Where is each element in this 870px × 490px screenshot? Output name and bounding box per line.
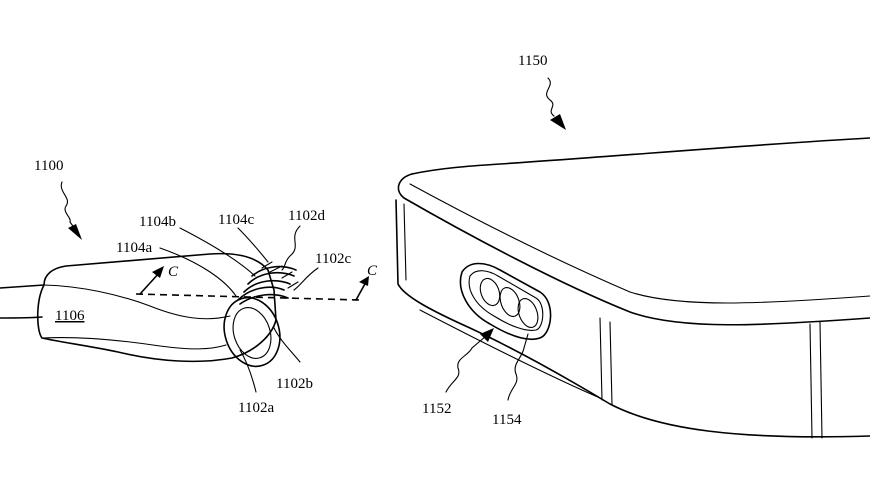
device-side-seam-3 [819,321,823,439]
device-side-seam-2 [609,321,613,405]
section-arrowhead-right [359,276,369,286]
port-contact-3 [517,298,539,328]
port-outline [459,262,552,340]
leader-1100 [60,181,71,223]
leader-1154 [507,333,529,401]
contact-hatching [261,261,299,289]
device-bottom-inner [419,309,601,399]
contact-ring-1 [237,286,285,301]
arrowhead-1152 [480,328,494,342]
cable-bottom-line [0,316,43,319]
device-side-line-left [403,203,407,281]
section-label-left: C [168,264,179,280]
label-1102c: 1102c [315,251,351,267]
leader-1102c [293,267,319,291]
section-arrow-left [139,271,161,295]
label-1104c: 1104c [218,212,254,228]
section-arrowhead-left [152,266,164,278]
leader-1102a [239,349,257,393]
body-lower-edge [41,336,227,350]
label-1154: 1154 [492,412,522,428]
arrowhead-1150 [550,114,566,130]
section-arrow-right [355,281,367,301]
device [395,137,870,439]
label-1150: 1150 [518,53,547,69]
device-top-front-edge [397,173,870,326]
contact-ring-2 [239,293,289,305]
label-1104a: 1104a [116,240,152,256]
leader-1100-tail [69,221,81,237]
label-1100: 1100 [34,158,63,174]
label-1102b: 1102b [276,376,313,392]
contact-ring-5 [251,265,297,277]
cable-connector [0,252,299,368]
port-contact-2 [499,287,521,317]
leader-1104c [237,227,269,263]
label-1104b: 1104b [139,214,176,230]
label-1152: 1152 [422,401,451,417]
device-top-inner-edge [409,183,870,304]
contact-ring-4 [247,271,295,285]
connector-tip-inner [232,307,272,359]
leader-1150 [546,77,555,117]
leader-1104a [159,247,237,297]
device-top-back-edge [411,137,870,175]
cable-top-line [0,284,45,289]
section-label-right: C [367,263,378,279]
label-1102a: 1102a [238,400,274,416]
section-line [135,293,361,301]
device-side-seam-1 [599,317,603,401]
leader-1102b [273,327,301,363]
leader-1104b [179,227,256,277]
body-crease [43,284,231,320]
label-1106: 1106 [55,308,85,324]
port-inner [468,270,544,331]
label-1102d: 1102d [288,208,325,224]
device-bottom-edge [395,199,870,438]
port-contact-1 [479,277,501,307]
arrowhead-1100 [68,224,82,240]
contact-ring-3 [243,279,291,293]
connector-tip [223,296,281,368]
leader-1102d [281,225,301,271]
device-side-seam-4 [809,323,813,439]
leader-1152 [445,335,487,393]
